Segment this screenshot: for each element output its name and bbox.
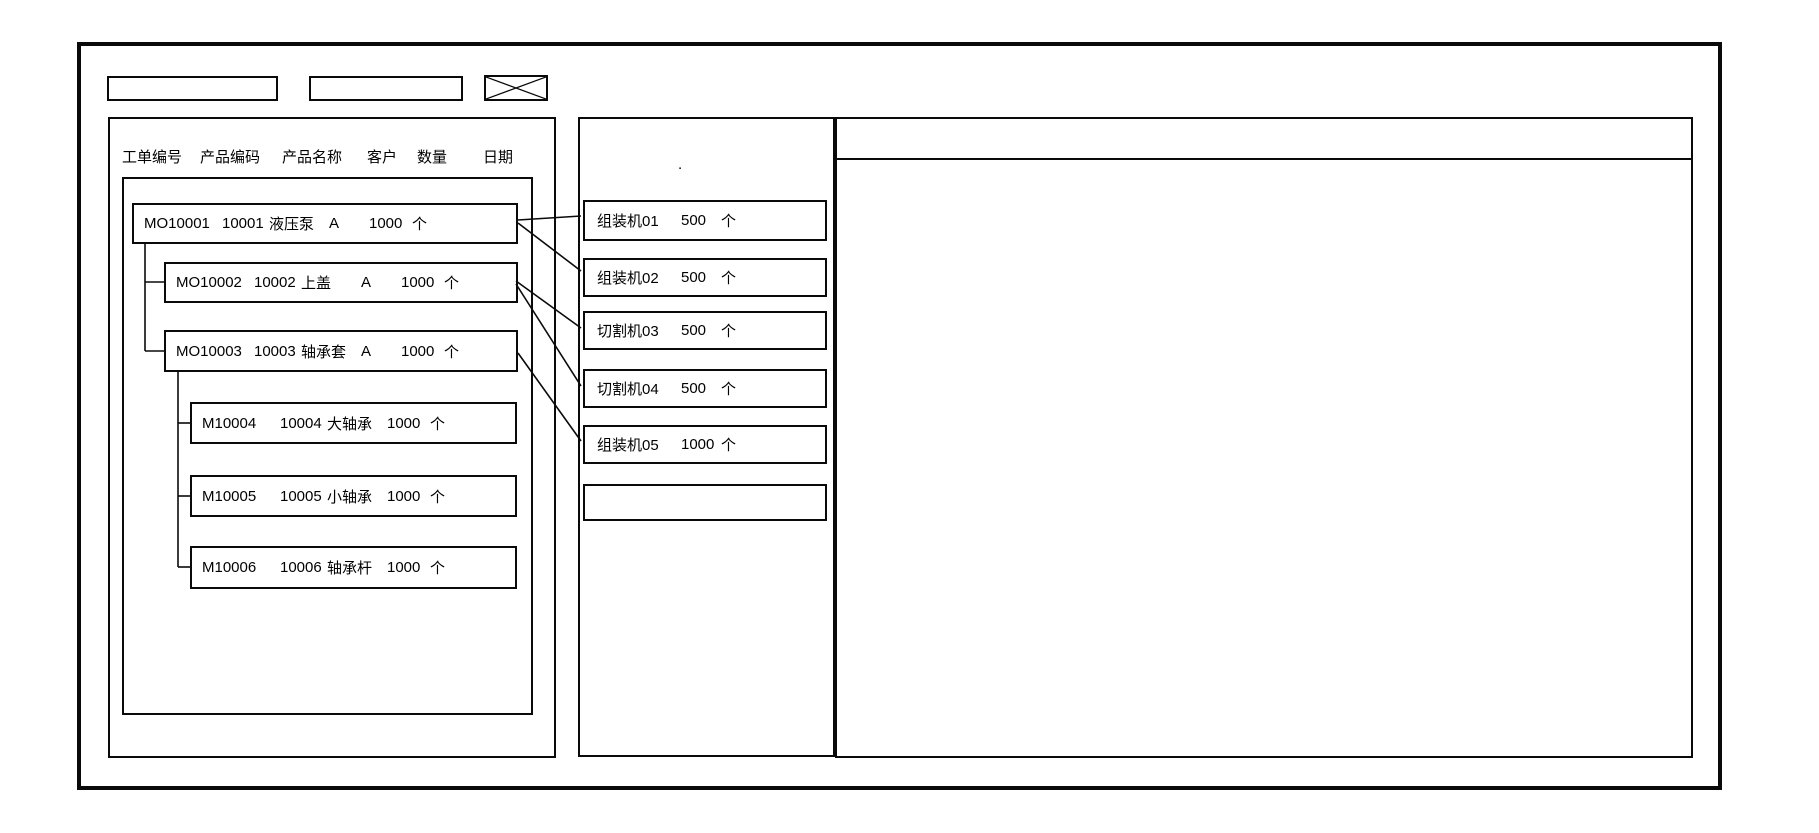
unit: 个 [444, 275, 460, 292]
order-no: M10004 [202, 414, 257, 432]
unit: 个 [430, 488, 446, 506]
unit: 个 [430, 415, 446, 433]
machine-qty: 500 [681, 380, 707, 397]
machine-slot-01[interactable]: 组装机01 500 个 [583, 200, 827, 241]
machine-qty: 500 [681, 212, 707, 229]
machine-slot-05[interactable]: 组装机05 1000 个 [583, 425, 827, 464]
unit: 个 [721, 213, 737, 230]
unit: 个 [430, 560, 446, 577]
machine-slot-02[interactable]: 组装机02 500 个 [583, 258, 827, 297]
machine-name: 组装机02 [597, 270, 659, 287]
quantity: 1000 [387, 559, 421, 576]
column-header: 产品名称 [282, 149, 343, 166]
order-no: MO10001 [144, 215, 210, 232]
machine-qty: 1000 [681, 436, 715, 453]
machine-slot-empty[interactable] [583, 484, 827, 521]
unit: 个 [721, 270, 737, 287]
unit: 个 [721, 323, 737, 340]
product-name: 液压泵 [269, 216, 315, 233]
work-order-node-m10006[interactable]: M10006 10006 轴承杆 1000 个 [190, 546, 517, 589]
machine-name: 切割机03 [597, 323, 659, 340]
quantity: 1000 [387, 487, 421, 505]
product-code: 10006 [280, 559, 322, 576]
work-order-node-m10004[interactable]: M10004 10004 大轴承 1000 个 [190, 402, 517, 444]
machine-slot-03[interactable]: 切割机03 500 个 [583, 311, 827, 350]
unit: 个 [721, 381, 737, 398]
product-name: 小轴承 [327, 488, 373, 506]
unit: 个 [721, 437, 737, 454]
schedule-header-divider [837, 158, 1691, 160]
column-header: 客户 [367, 149, 398, 166]
work-order-column-headers: 工单编号 产品编码 产品名称 客户 数量 日期 [122, 146, 513, 167]
column-header: 产品编码 [200, 149, 261, 166]
customer: A [361, 274, 372, 291]
product-code: 10002 [254, 274, 296, 291]
work-order-tree-container [122, 177, 533, 715]
product-code: 10005 [280, 487, 322, 505]
quantity: 1000 [369, 215, 403, 232]
x-placeholder-icon[interactable] [484, 75, 548, 101]
machine-slot-04[interactable]: 切割机04 500 个 [583, 369, 827, 408]
work-order-node-mo10002[interactable]: MO10002 10002 上盖 A 1000 个 [164, 262, 518, 303]
unit: 个 [412, 216, 428, 233]
column-header: 日期 [483, 149, 514, 166]
schedule-panel [835, 117, 1693, 758]
quantity: 1000 [401, 274, 435, 291]
work-order-node-m10005[interactable]: M10005 10005 小轴承 1000 个 [190, 475, 517, 517]
machine-name: 切割机04 [597, 381, 659, 398]
toolbar-field-2[interactable] [309, 76, 463, 101]
machine-name: 组装机05 [597, 437, 659, 454]
toolbar-field-1[interactable] [107, 76, 278, 101]
product-name: 大轴承 [327, 415, 373, 433]
x-diagonals [486, 77, 546, 99]
unit: 个 [444, 343, 460, 361]
customer: A [361, 342, 372, 360]
machine-name: 组装机01 [597, 213, 659, 230]
order-no: MO10002 [176, 274, 242, 291]
order-no: M10006 [202, 559, 257, 576]
quantity: 1000 [401, 342, 435, 360]
product-name: 上盖 [301, 275, 332, 292]
quantity: 1000 [387, 414, 421, 432]
work-order-node-mo10003[interactable]: MO10003 10003 轴承套 A 1000 个 [164, 330, 518, 372]
machine-qty: 500 [681, 322, 707, 339]
machine-qty: 500 [681, 269, 707, 286]
order-no: M10005 [202, 487, 257, 505]
dot-mark: . [678, 156, 683, 173]
product-code: 10003 [254, 342, 296, 360]
work-order-node-mo10001[interactable]: MO10001 10001 液压泵 A 1000 个 [132, 203, 518, 244]
column-header: 工单编号 [122, 149, 183, 166]
customer: A [329, 215, 340, 232]
product-code: 10001 [222, 215, 264, 232]
product-code: 10004 [280, 414, 322, 432]
product-name: 轴承杆 [327, 560, 373, 577]
column-header: 数量 [417, 149, 448, 166]
product-name: 轴承套 [301, 343, 347, 361]
order-no: MO10003 [176, 342, 242, 360]
